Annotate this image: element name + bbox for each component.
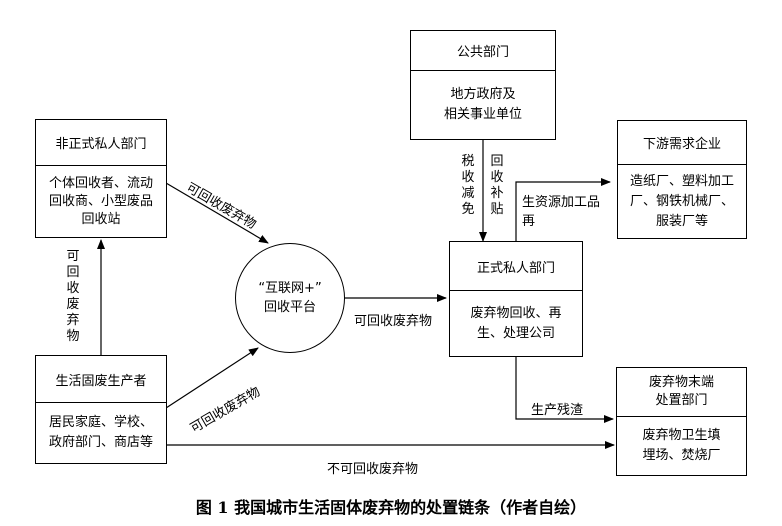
waste-producers-body-line2: 政府部门、商店等 [48,435,153,450]
arrow-formal-to-downstream [515,178,611,241]
downstream-body-line3: 服装厂等 [655,213,708,229]
informal-sector-body: 个体回收者、流动 回收商、小型废品 回收站 [36,166,166,237]
label-tax-reduction: 税收减免 [461,154,475,217]
informal-sector-body-line2: 回收商、小型废品 [48,193,153,209]
informal-sector-body-line1: 个体回收者、流动 [48,175,153,191]
downstream-body-line1: 造纸厂、塑料加工 [629,173,734,189]
label-recycled-resources: 生资源加工品 [522,195,601,210]
public-sector-body-line2: 相关事业单位 [443,107,522,122]
downstream-body-line2: 厂、钢铁机械厂、 [629,193,734,209]
public-sector-box: 公共部门 地方政府及 相关事业单位 [410,30,556,140]
public-sector-body-line1: 地方政府及 [450,87,516,102]
waste-producers-title: 生活固废生产者 [36,356,166,403]
arrow-producers-to-platform [165,347,259,409]
label-platform-to-formal: 可回收废弃物 [354,314,433,329]
waste-producers-body: 居民家庭、学校、 政府部门、商店等 [36,403,166,463]
label-producers-to-informal: 可回收废弃物 [66,249,80,344]
downstream-enterprises-box: 下游需求企业 造纸厂、塑料加工 厂、钢铁机械厂、 服装厂等 [617,120,747,239]
public-sector-title: 公共部门 [411,31,555,71]
terminal-disposal-title: 废弃物末端 处置部门 [617,368,746,417]
arrow-informal-to-platform [165,182,269,244]
arrow-formal-to-terminal [515,357,614,423]
label-production-residue: 生产残渣 [531,403,584,418]
informal-sector-title: 非正式私人部门 [36,120,166,166]
label-recycled-resources-cont: 再 [522,214,536,229]
figure-caption: 图 1 我国城市生活固体废弃物的处置链条（作者自绘） [195,498,587,517]
waste-producers-box: 生活固废生产者 居民家庭、学校、 政府部门、商店等 [35,355,167,464]
public-sector-body: 地方政府及 相关事业单位 [411,71,555,139]
terminal-body-line2: 埋场、焚烧厂 [642,448,721,463]
terminal-disposal-box: 废弃物末端 处置部门 废弃物卫生填 埋场、焚烧厂 [616,367,747,476]
internet-plus-platform: “互联网+” 回收平台 [235,243,345,353]
terminal-disposal-body: 废弃物卫生填 埋场、焚烧厂 [617,417,746,475]
terminal-title-line1: 废弃物末端 [648,375,714,390]
formal-sector-body-line1: 废弃物回收、再 [470,305,562,321]
platform-line1: “互联网+” [258,281,322,296]
formal-sector-title: 正式私人部门 [450,242,582,291]
terminal-title-line2: 处置部门 [655,393,708,408]
informal-sector-body-line3: 回收站 [81,211,121,227]
platform-line2: 回收平台 [263,300,316,315]
terminal-body-line1: 废弃物卫生填 [642,428,721,443]
formal-sector-body-line2: 生、处理公司 [476,325,555,341]
label-non-recyclable: 不可回收废弃物 [327,462,419,477]
formal-sector-body: 废弃物回收、再 生、处理公司 [450,291,582,356]
waste-producers-body-line1: 居民家庭、学校、 [48,415,153,430]
formal-sector-box: 正式私人部门 废弃物回收、再 生、处理公司 [449,241,583,357]
label-recycling-subsidy: 回收补贴 [490,154,504,217]
downstream-enterprises-title: 下游需求企业 [618,121,746,165]
informal-sector-box: 非正式私人部门 个体回收者、流动 回收商、小型废品 回收站 [35,119,167,238]
downstream-enterprises-body: 造纸厂、塑料加工 厂、钢铁机械厂、 服装厂等 [618,165,746,238]
